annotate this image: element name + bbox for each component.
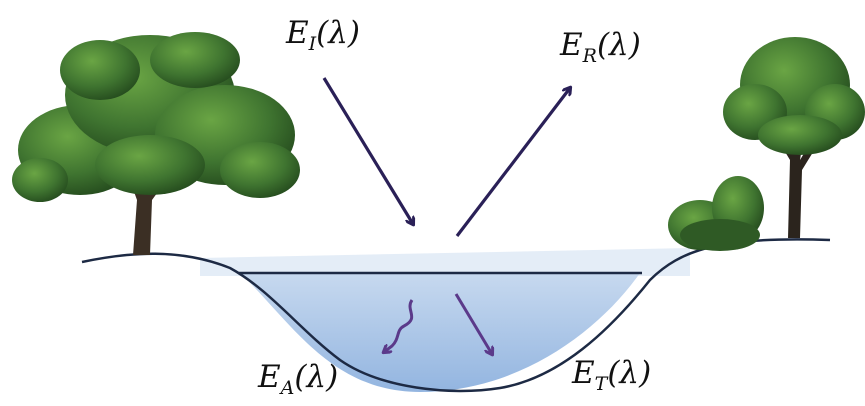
right-bush-illustration bbox=[668, 176, 764, 251]
water-body bbox=[240, 273, 640, 392]
ground-outline bbox=[81, 238, 831, 393]
absorbed-energy-arrow bbox=[384, 299, 414, 352]
reflected-energy-label: ER(λ) bbox=[560, 27, 641, 67]
transmitted-energy-label: ET(λ) bbox=[572, 355, 652, 395]
reflected-energy-arrow bbox=[455, 88, 570, 237]
right-tree-illustration bbox=[723, 37, 865, 238]
incident-energy-arrow bbox=[322, 77, 413, 224]
transmitted-energy-arrow bbox=[454, 293, 492, 354]
water-surface-haze bbox=[200, 248, 690, 276]
left-tree-illustration bbox=[12, 32, 300, 255]
absorbed-energy-label: EA(λ) bbox=[258, 359, 339, 399]
incident-energy-label: EI(λ) bbox=[286, 15, 360, 55]
